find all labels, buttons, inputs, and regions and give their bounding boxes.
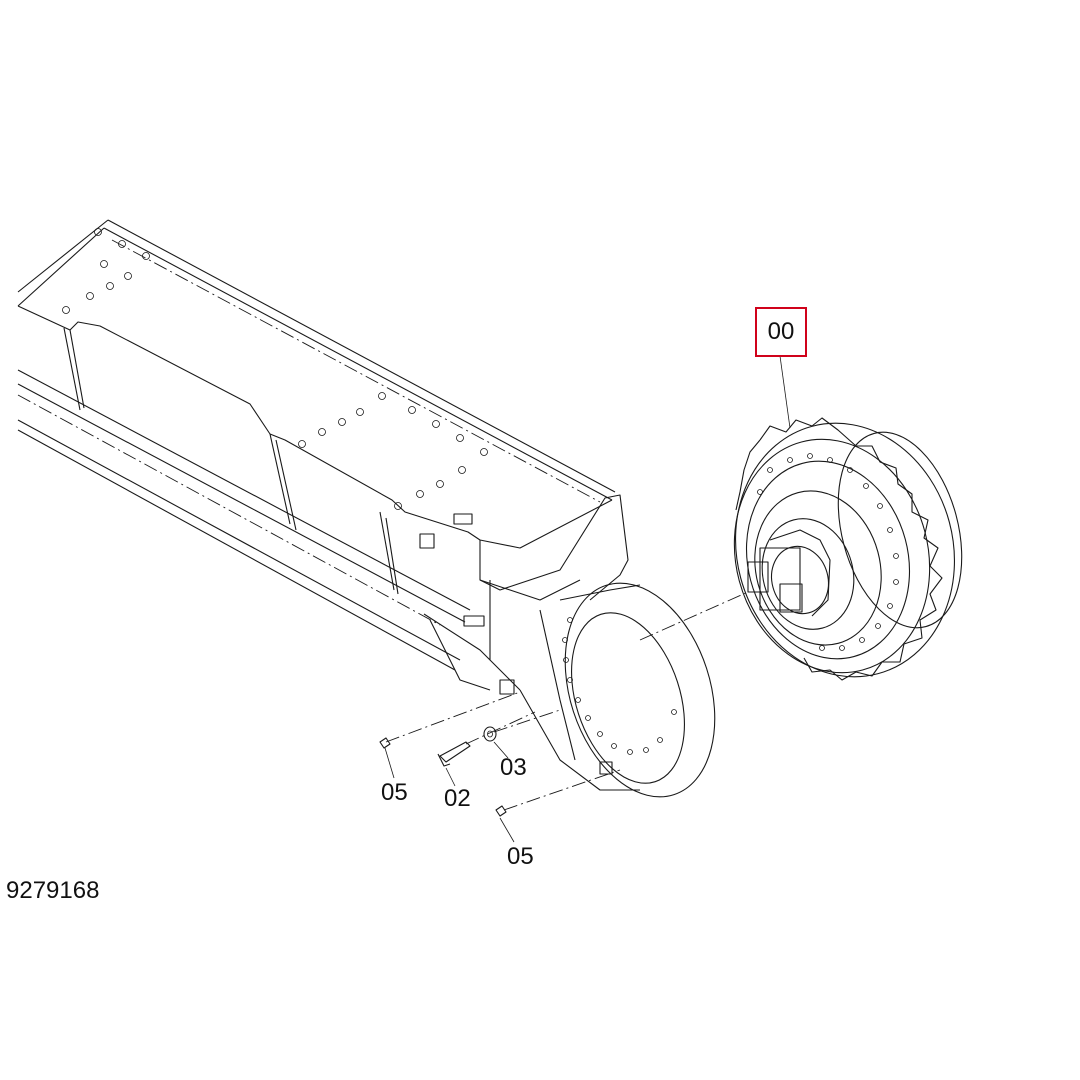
- track-frame: [17, 219, 716, 798]
- drawing-number: 9279168: [6, 877, 100, 904]
- screw-05-right: [495, 805, 507, 817]
- bolt-02: [437, 741, 471, 767]
- callout-part-00-label: 00: [767, 318, 795, 345]
- callout-part-03[interactable]: 03: [500, 754, 527, 781]
- callout-part-05-left[interactable]: 05: [381, 779, 408, 806]
- sprocket-bolts: [757, 453, 899, 651]
- callout-part-05-right[interactable]: 05: [507, 843, 534, 870]
- screw-05-left: [379, 737, 391, 749]
- assembly-lines: [385, 591, 749, 811]
- bolt-holes-top: [62, 228, 488, 510]
- callout-part-02[interactable]: 02: [444, 785, 471, 812]
- final-drive-sprocket: [733, 417, 963, 681]
- callout-part-00[interactable]: 00: [755, 307, 807, 357]
- washer-03: [483, 726, 497, 742]
- bolt-holes-ring: [562, 617, 677, 755]
- leader-lines: [384, 355, 791, 843]
